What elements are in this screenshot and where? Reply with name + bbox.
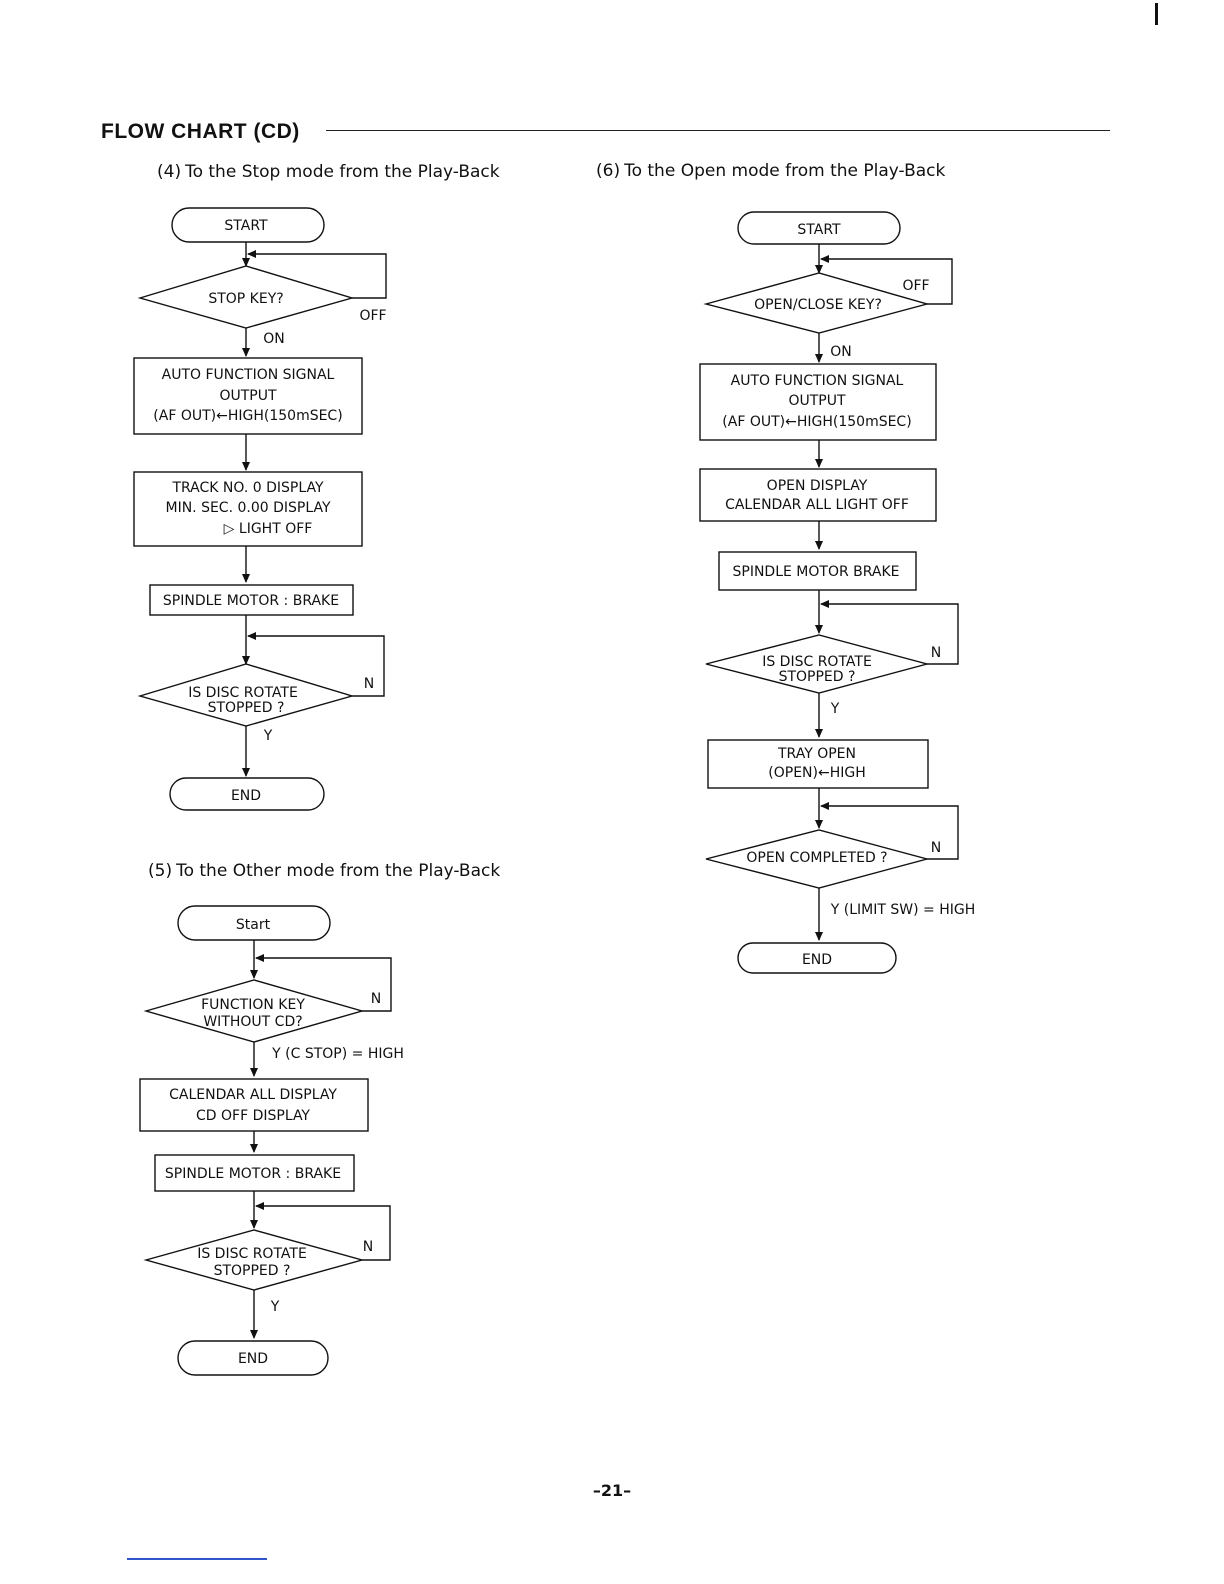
flow6-box4-line1: TRAY OPEN xyxy=(777,746,856,762)
flow4-start-label: START xyxy=(224,218,268,234)
flow4-decision2-no-label: N xyxy=(364,676,374,692)
flow4-start-terminal xyxy=(171,207,325,243)
flow4-decision1-label: STOP KEY? xyxy=(208,291,283,307)
flow6-heading: (6)To the Open mode from the Play-Back xyxy=(596,161,945,181)
flow6-decision3-label: OPEN COMPLETED ? xyxy=(746,850,887,866)
flow4-box2-line3: ▷ LIGHT OFF xyxy=(224,521,313,537)
flow6-chart xyxy=(699,211,959,974)
flow6-box3-label: SPINDLE MOTOR BRAKE xyxy=(732,564,899,580)
flow4-heading-text: To the Stop mode from the Play-Back xyxy=(185,162,500,182)
flow4-chart xyxy=(133,207,387,811)
flow4-decision2-line1: IS DISC ROTATE xyxy=(188,685,298,701)
flow6-end-terminal xyxy=(737,942,897,974)
flow4-decision1-yes-label: ON xyxy=(263,331,285,347)
flow6-box4-line2: (OPEN)←HIGH xyxy=(768,765,865,781)
flow4-box2-line1: TRACK NO. 0 DISPLAY xyxy=(171,480,323,496)
flow4-box1 xyxy=(133,357,363,435)
flow6-decision2-line2: STOPPED ? xyxy=(779,669,856,685)
flow6-decision3-yes-label: Y (LIMIT SW) = HIGH xyxy=(830,902,975,918)
flow5-box1-line2: CD OFF DISPLAY xyxy=(196,1108,310,1124)
flow6-loop3 xyxy=(820,802,959,860)
flow5-heading: (5)To the Other mode from the Play-Back xyxy=(148,861,500,881)
flow4-end-terminal xyxy=(169,777,325,811)
flow5-decision2-yes-label: Y xyxy=(270,1299,280,1315)
flow6-decision2-no-label: N xyxy=(931,645,941,661)
flow6-box1-line3: (AF OUT)←HIGH(150mSEC) xyxy=(722,414,911,430)
flow4-box1-line2: OUTPUT xyxy=(219,388,277,404)
flow6-decision2-line1: IS DISC ROTATE xyxy=(762,654,872,670)
flow6-start-label: START xyxy=(797,222,841,238)
flow4-box2-line2: MIN. SEC. 0.00 DISPLAY xyxy=(165,500,330,516)
corner-mark xyxy=(1155,3,1158,25)
flow5-loop1 xyxy=(255,954,392,1012)
flow4-loop1 xyxy=(247,250,387,299)
flow5-decision2-line2: STOPPED ? xyxy=(214,1263,291,1279)
flow6-box2 xyxy=(699,468,937,522)
flow6-box4 xyxy=(707,739,929,789)
flow5-decision2-line1: IS DISC ROTATE xyxy=(197,1246,307,1262)
flow6-loop2 xyxy=(820,600,959,665)
page-title: FLOW CHART (CD) xyxy=(101,120,300,143)
flow6-box2-line2: CALENDAR ALL LIGHT OFF xyxy=(725,497,909,513)
title-rule xyxy=(326,130,1110,131)
flow6-heading-number: (6) xyxy=(596,161,621,181)
flow6-heading-text: To the Open mode from the Play-Back xyxy=(624,161,946,181)
flow6-end-label: END xyxy=(802,952,832,968)
flow4-heading: (4)To the Stop mode from the Play-Back xyxy=(157,162,500,182)
flow5-decision2-no-label: N xyxy=(363,1239,373,1255)
flow5-decision1-line1: FUNCTION KEY xyxy=(201,997,305,1013)
flow6-decision2-yes-label: Y xyxy=(830,701,840,717)
flow5-heading-number: (5) xyxy=(148,861,173,881)
flow5-decision1-yes-label: Y (C STOP) = HIGH xyxy=(271,1046,404,1062)
flow4-loop2 xyxy=(247,632,385,697)
flow6-box1 xyxy=(699,363,937,441)
flow4-decision2-line2: STOPPED ? xyxy=(208,700,285,716)
flow4-box3 xyxy=(149,584,354,616)
flow4-box1-line3: (AF OUT)←HIGH(150mSEC) xyxy=(153,408,342,424)
flow4-box3-label: SPINDLE MOTOR : BRAKE xyxy=(163,593,339,609)
page-number: –21– xyxy=(592,1481,632,1500)
flow4-box1-line1: AUTO FUNCTION SIGNAL xyxy=(162,367,335,383)
flow5-box2-label: SPINDLE MOTOR : BRAKE xyxy=(165,1166,341,1182)
flow5-end-label: END xyxy=(238,1351,268,1367)
flow5-loop2 xyxy=(255,1202,391,1261)
flow6-decision1-yes-label: ON xyxy=(830,344,852,360)
flow6-loop1 xyxy=(820,255,953,305)
flow4-heading-number: (4) xyxy=(157,162,182,182)
flow4-box2 xyxy=(133,471,363,547)
flow4-decision2-yes-label: Y xyxy=(263,728,273,744)
flow5-decision1-no-label: N xyxy=(371,991,381,1007)
flow6-box3 xyxy=(718,551,917,591)
flow6-box1-line1: AUTO FUNCTION SIGNAL xyxy=(731,373,904,389)
flow6-decision3-no-label: N xyxy=(931,840,941,856)
flow5-start-label: Start xyxy=(236,917,271,933)
flow6-decision1-no-label: OFF xyxy=(902,278,929,294)
flow5-chart xyxy=(139,905,392,1376)
flow5-box1-line1: CALENDAR ALL DISPLAY xyxy=(169,1087,337,1103)
flow5-decision1-line2: WITHOUT CD? xyxy=(203,1014,302,1030)
flow6-box2-line1: OPEN DISPLAY xyxy=(767,478,868,494)
flow6-decision1-label: OPEN/CLOSE KEY? xyxy=(754,297,882,313)
flow4-end-label: END xyxy=(231,788,261,804)
flow5-heading-text: To the Other mode from the Play-Back xyxy=(176,861,501,881)
flow6-box1-line2: OUTPUT xyxy=(788,393,846,409)
bottom-rule xyxy=(127,1558,267,1560)
flow5-end-terminal xyxy=(177,1340,329,1376)
flow4-decision1-no-label: OFF xyxy=(359,308,386,324)
